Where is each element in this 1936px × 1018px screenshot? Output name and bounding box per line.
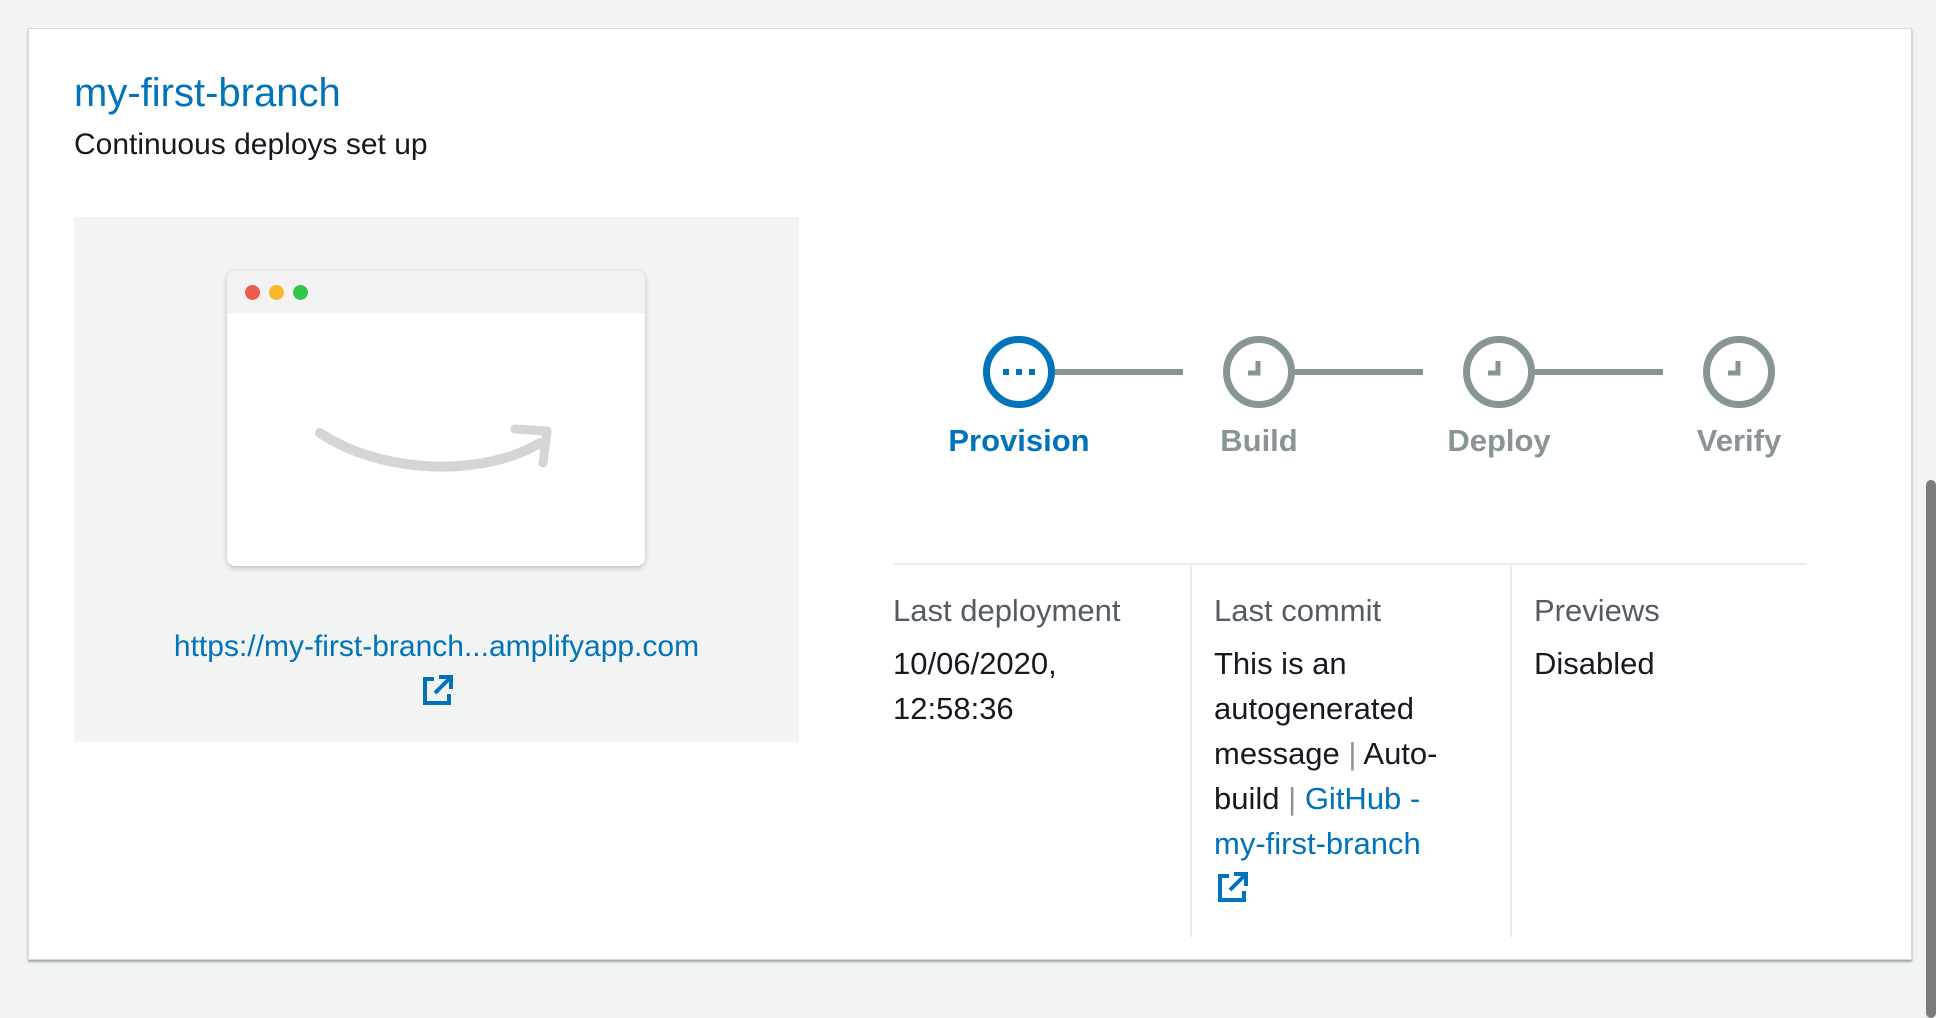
- commit-message-line: build | GitHub -: [1214, 776, 1510, 821]
- auto-build-text: build: [1214, 781, 1280, 817]
- last-commit-column: Last commit This is an autogenerated mes…: [1190, 565, 1510, 937]
- last-deployment-label: Last deployment: [893, 593, 1121, 628]
- deployment-info: Last deployment 10/06/2020, 12:58:36 Las…: [893, 563, 1807, 963]
- step-provision: Provision: [919, 336, 1119, 459]
- close-dot-icon: [245, 284, 260, 300]
- app-url-link[interactable]: https://my-first-branch...amplifyapp.com: [173, 630, 700, 663]
- step-deploy: Deploy: [1399, 336, 1599, 459]
- step-label: Provision: [948, 423, 1090, 458]
- auto-build-text: Auto-: [1363, 736, 1438, 772]
- last-deployment-column: Last deployment 10/06/2020, 12:58:36: [893, 565, 1193, 937]
- last-deployment-date: 10/06/2020,: [893, 646, 1057, 682]
- clock-icon: [1223, 336, 1295, 408]
- last-commit-label: Last commit: [1214, 593, 1382, 628]
- external-link-icon[interactable]: [1214, 870, 1250, 906]
- branch-subtitle: Continuous deploys set up: [74, 128, 428, 161]
- last-deployment-time: 12:58:36: [893, 691, 1014, 727]
- commit-message-line: autogenerated: [1214, 691, 1414, 727]
- step-label: Deploy: [1447, 423, 1551, 458]
- github-branch-link[interactable]: GitHub -: [1304, 781, 1421, 817]
- previews-label: Previews: [1534, 593, 1660, 628]
- step-verify: Verify: [1639, 336, 1839, 459]
- maximize-dot-icon: [293, 284, 308, 300]
- clock-icon: [1703, 336, 1775, 408]
- step-connector: [1535, 369, 1663, 375]
- step-label: Verify: [1696, 423, 1782, 458]
- step-connector: [1055, 369, 1183, 375]
- more-dots-icon: [983, 336, 1055, 408]
- commit-message-text: message: [1214, 736, 1340, 772]
- clock-icon: [1463, 336, 1535, 408]
- browser-titlebar: [227, 271, 645, 313]
- step-label: Build: [1220, 423, 1298, 458]
- branch-title-link[interactable]: my-first-branch: [74, 71, 341, 115]
- amazon-smile-logo: [315, 424, 552, 472]
- browser-thumbnail: [227, 271, 645, 566]
- separator: |: [1348, 736, 1357, 772]
- previews-column: Previews Disabled: [1510, 565, 1807, 937]
- deployment-stepper: Provision Build Deploy: [919, 336, 1819, 476]
- scrollbar[interactable]: [1926, 480, 1936, 1018]
- commit-message-line: message | Auto-: [1214, 731, 1510, 776]
- previews-value: Disabled: [1534, 646, 1655, 682]
- commit-message-line: This is an: [1214, 646, 1347, 682]
- step-connector: [1295, 369, 1423, 375]
- preview-panel: https://my-first-branch...amplifyapp.com: [74, 217, 799, 742]
- branch-card: my-first-branch Continuous deploys set u…: [28, 28, 1912, 960]
- github-branch-link[interactable]: my-first-branch: [1214, 826, 1421, 862]
- step-build: Build: [1159, 336, 1359, 459]
- minimize-dot-icon: [269, 284, 284, 300]
- separator: |: [1288, 781, 1297, 817]
- external-link-icon[interactable]: [419, 673, 455, 709]
